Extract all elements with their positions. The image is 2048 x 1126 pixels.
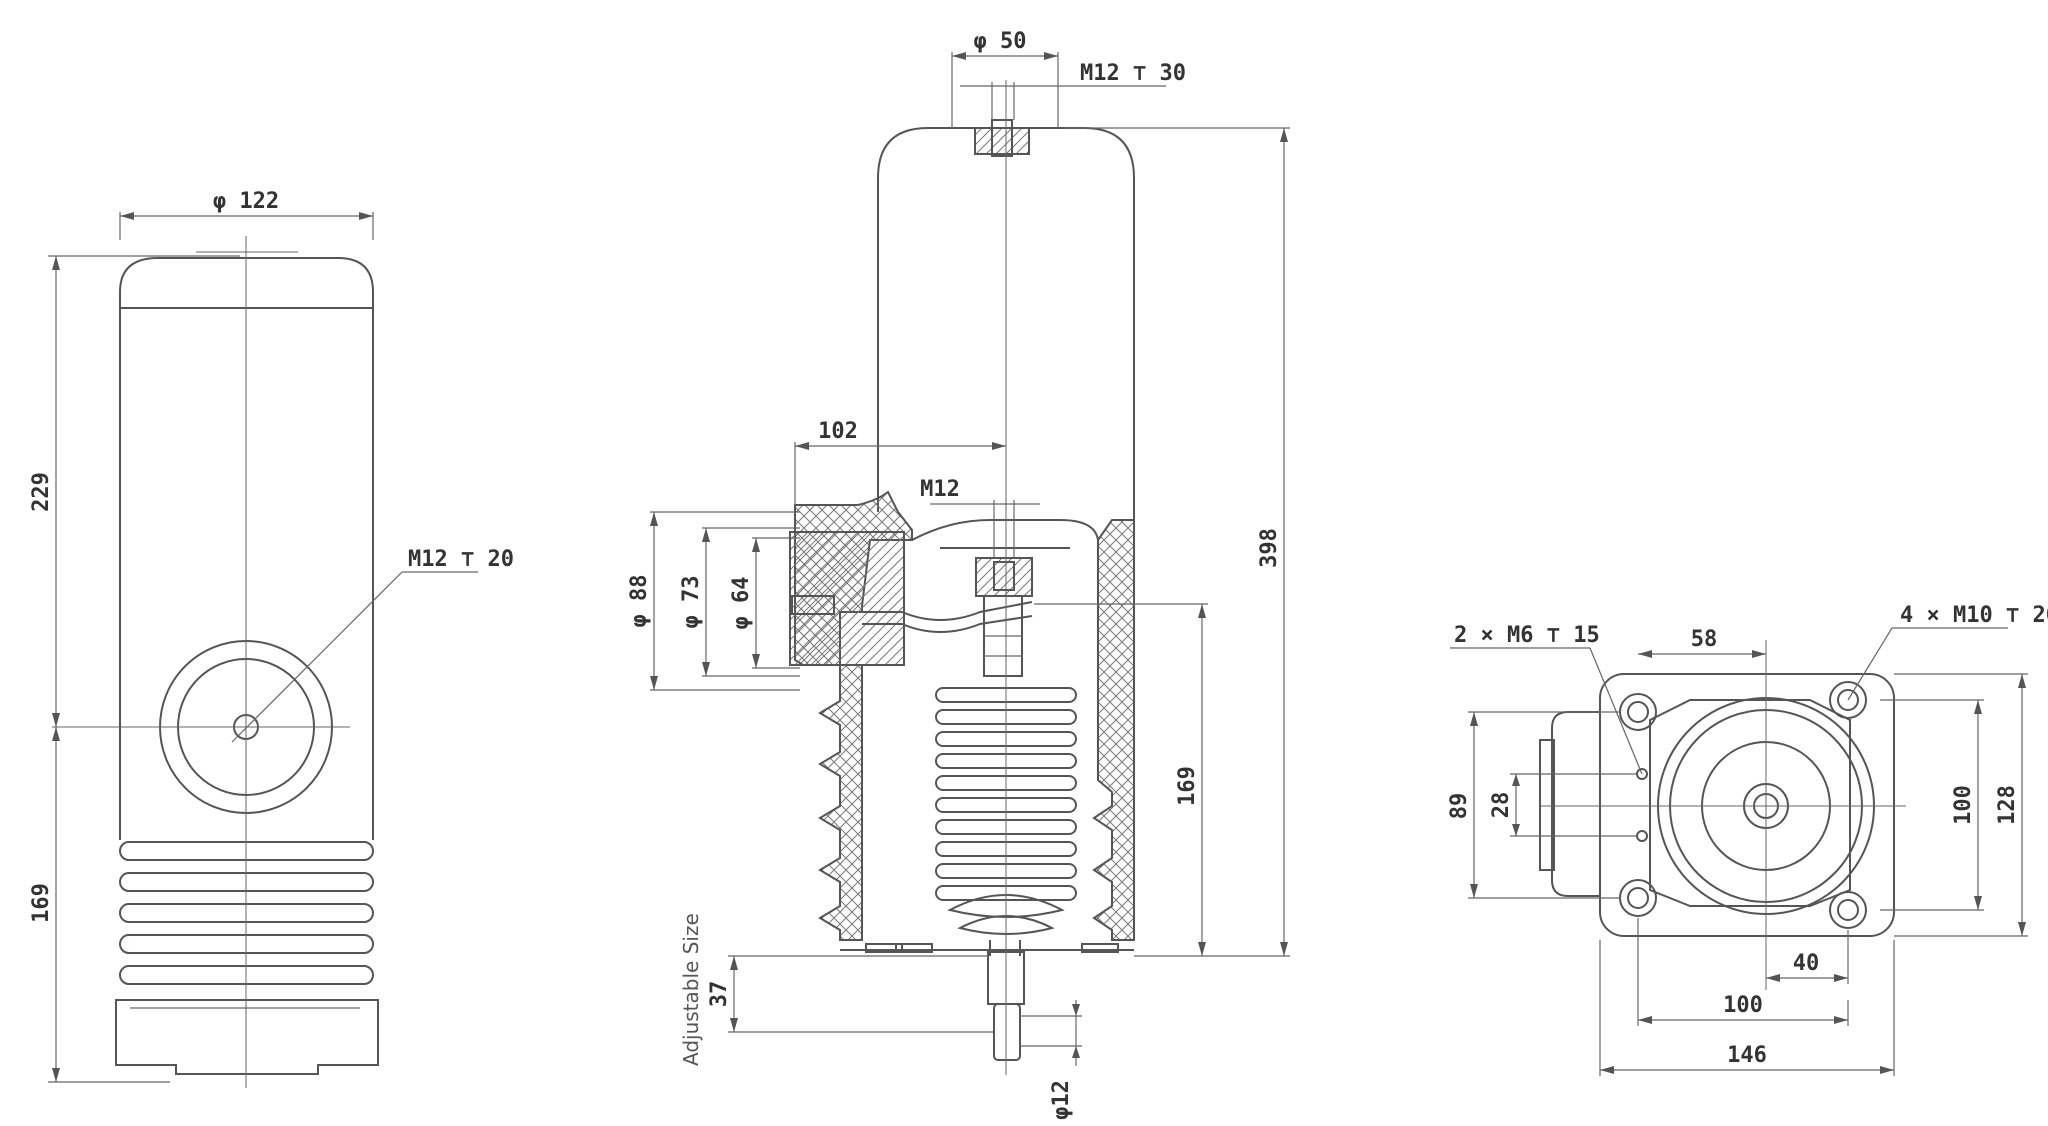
section-flex-connector	[862, 601, 1033, 633]
bottom-view: 2 × M6 ⊤ 15 4 × M10 ⊤ 20 58 89 28 100	[1447, 603, 2048, 1076]
section-dim-102: 102	[818, 419, 858, 444]
section-dim-37: 37	[707, 981, 732, 1008]
side-view: φ 122 229 169 M12 ⊤ 20	[29, 189, 514, 1088]
section-dim-phi88: φ 88	[627, 575, 652, 628]
section-dim-m12: M12	[920, 477, 960, 502]
bottom-dim-89: 89	[1447, 793, 1472, 820]
section-top-insert	[974, 127, 1030, 155]
bottom-dim-146: 146	[1727, 1043, 1767, 1068]
section-adjustable-label: Adjustable Size	[679, 913, 703, 1066]
side-dim-169: 169	[29, 883, 54, 923]
bottom-side-lug	[1551, 711, 1600, 897]
section-dim-398: 398	[1257, 528, 1282, 568]
side-dim-diameter: φ 122	[213, 189, 279, 214]
bottom-boss	[1649, 699, 1851, 907]
bottom-dim-40: 40	[1793, 951, 1820, 976]
bottom-dim-100-vertical: 100	[1951, 785, 1976, 825]
section-dim-phi50: φ 50	[974, 29, 1027, 54]
bottom-dim-100-horizontal: 100	[1723, 993, 1763, 1018]
section-dim-169: 169	[1175, 766, 1200, 806]
bottom-mount-plate	[1599, 673, 1895, 937]
section-dim-phi73: φ 73	[679, 576, 704, 629]
section-dim-phi64: φ 64	[729, 577, 754, 630]
bottom-dim-128: 128	[1995, 785, 2020, 825]
section-dim-thread-top: M12 ⊤ 30	[1080, 61, 1186, 86]
section-dim-phi12: φ12	[1049, 1080, 1074, 1120]
section-right-wall	[1092, 519, 1135, 941]
section-rod	[993, 1003, 1021, 1061]
section-lower-shed	[947, 894, 1065, 935]
side-thread-callout: M12 ⊤ 20	[408, 547, 514, 572]
bottom-m6-hole-bottom	[1636, 830, 1648, 842]
side-base	[115, 999, 379, 1075]
section-inner-plate	[911, 519, 1099, 541]
bottom-dim-58: 58	[1691, 627, 1718, 652]
section-insert-block	[789, 531, 905, 666]
bottom-m6-hole-top	[1636, 768, 1648, 780]
bottom-m10-callout: 4 × M10 ⊤ 20	[1900, 603, 2048, 628]
side-dim-229: 229	[29, 472, 54, 512]
bottom-m6-callout: 2 × M6 ⊤ 15	[1454, 623, 1600, 648]
bottom-dim-28: 28	[1489, 792, 1514, 819]
section-left-wall	[818, 664, 863, 941]
side-top-cap	[119, 257, 374, 308]
section-view: φ 50 M12 ⊤ 30 102 M12 φ 88 φ 73	[627, 29, 1290, 1120]
